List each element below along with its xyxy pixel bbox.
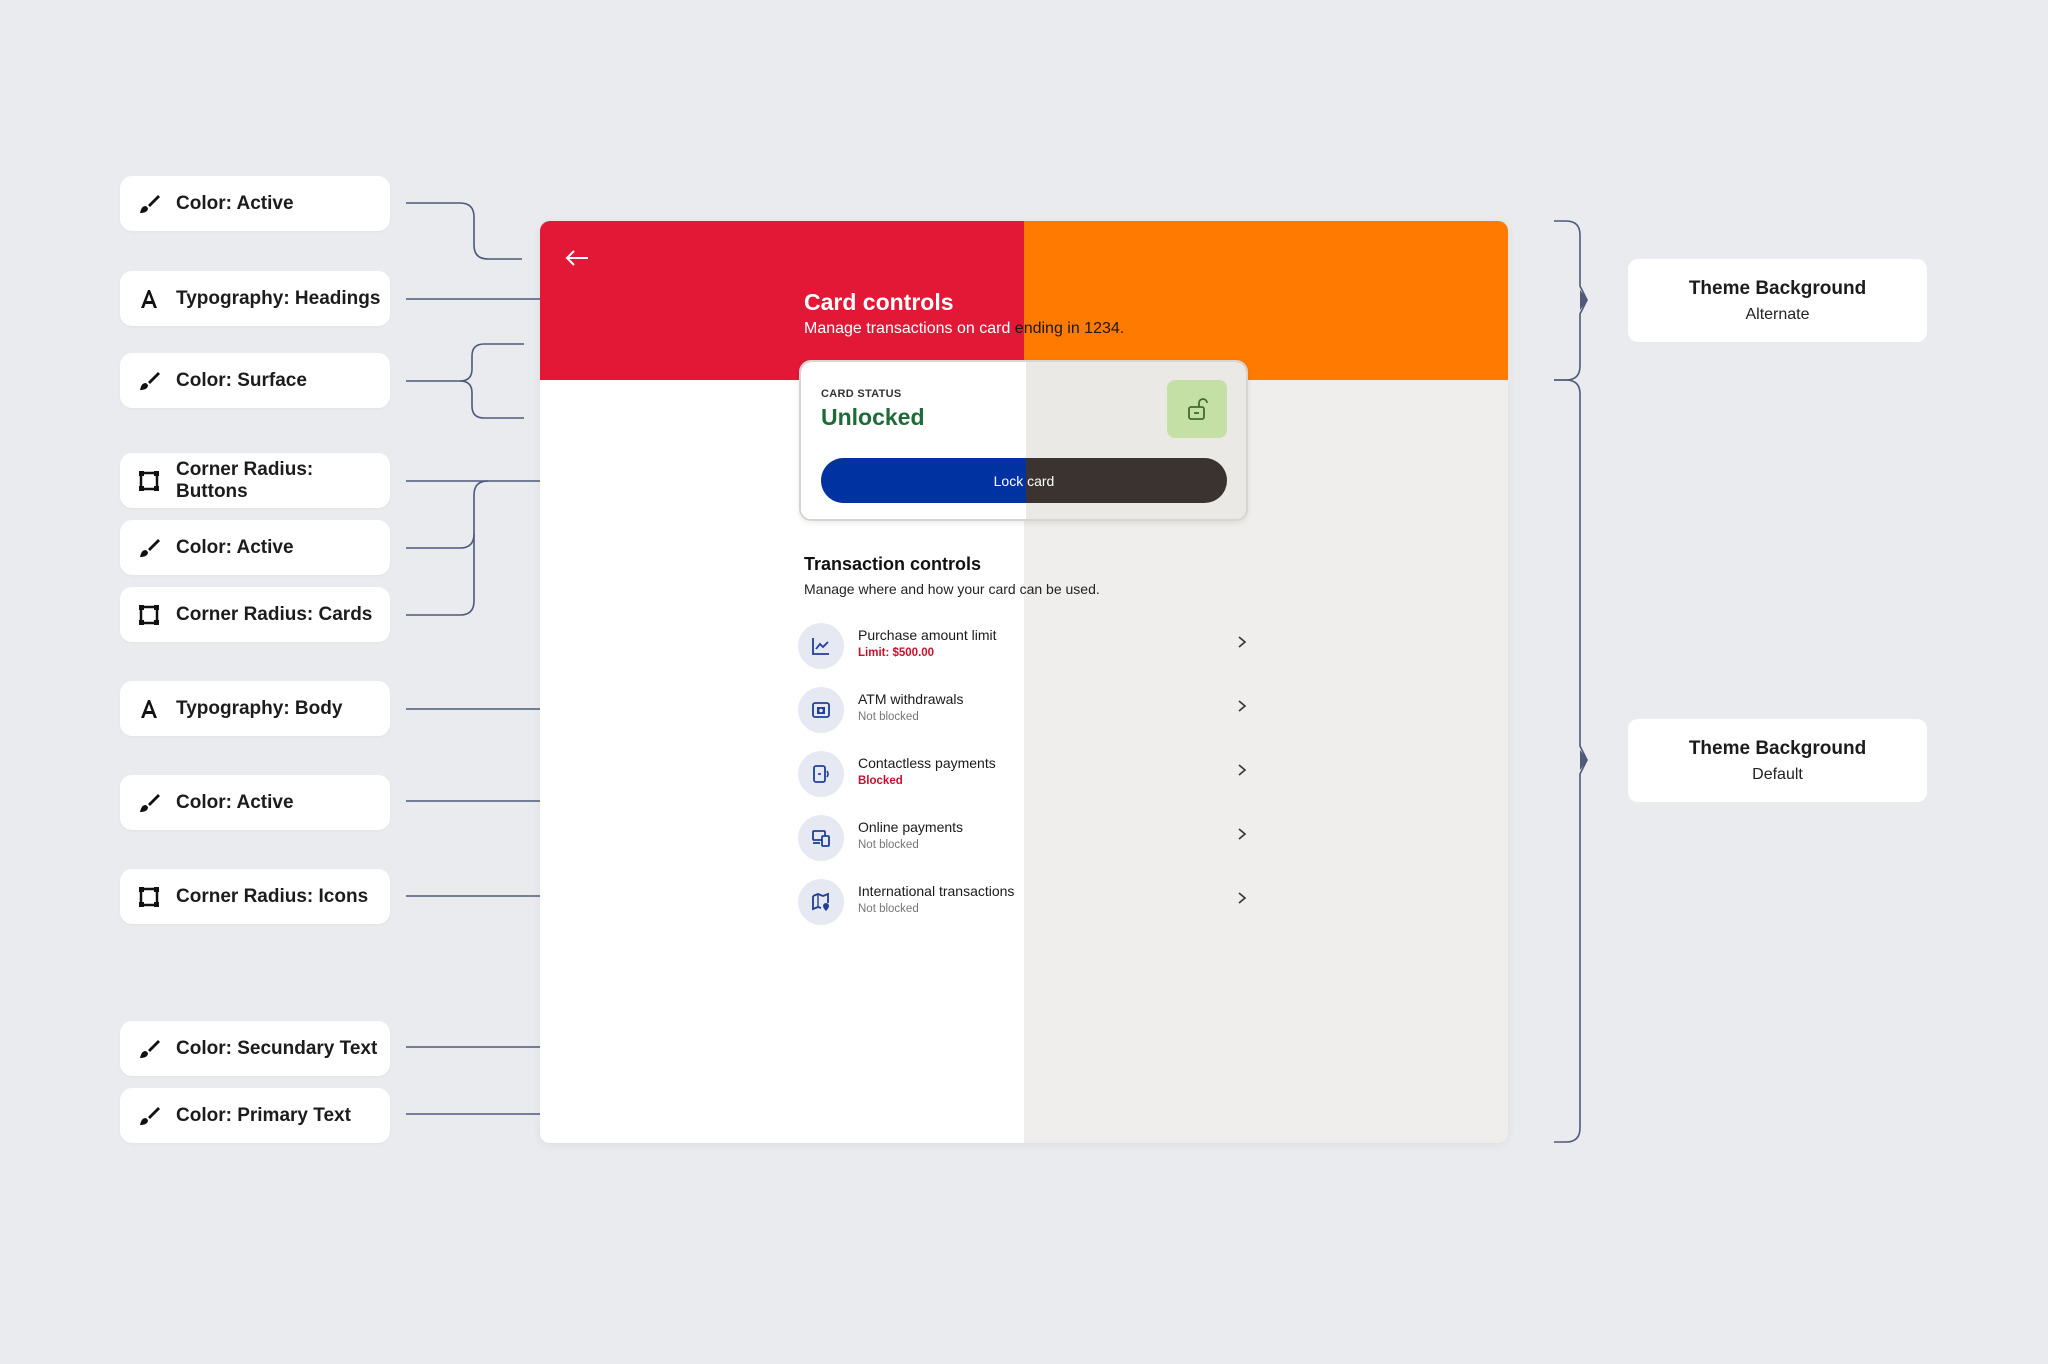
theme-subtitle: Default [1752,765,1803,783]
annotation-color-secondary-text: Color: Secundary Text [120,1021,390,1076]
brush-icon [136,191,162,217]
brush-icon [136,790,162,816]
section-subtitle: Manage where and how your card can be us… [804,581,1100,597]
lock-card-label: Lock card [821,458,1227,503]
button-surface-alternate [1026,458,1227,503]
annotation-text: Color: Primary Text [176,1104,351,1126]
list-item-international-transactions[interactable]: International transactions Not blocked [798,877,1248,933]
lock-card-label-left: Lock [993,472,1024,489]
annotation-text: Corner Radius: Cards [176,603,373,625]
card-status-value: Unlocked [821,404,925,430]
button-surface-default [821,458,1026,503]
annotation-corner-radius-cards: Corner Radius: Cards [120,587,390,642]
annotation-corner-radius-icons: Corner Radius: Icons [120,869,390,924]
list-item-status: Blocked [858,775,903,787]
annotation-typography-headings: Typography: Headings [120,271,390,326]
unlock-icon [1167,380,1227,438]
list-item-status: Limit: $500.00 [858,647,935,659]
page-subtitle-left: Manage transactions on card [804,320,1011,337]
devices-icon [798,815,844,861]
corner-radius-icon [136,884,162,910]
contactless-icon [798,751,844,797]
header-background-default [540,221,1024,380]
chevron-right-icon [1236,763,1248,782]
brush-icon [136,368,162,394]
theme-title: Theme Background [1688,737,1867,759]
lock-card-button[interactable]: Lock card [821,458,1227,503]
list-item-title: Purchase amount limit [858,627,997,643]
chevron-right-icon [1236,827,1248,846]
theme-background-default-label: Theme Background Default [1628,719,1927,802]
annotation-color-active-1: Color: Active [120,176,390,231]
section-title: Transaction controls [804,554,982,574]
page-subtitle-right: ending in 1234. [1010,320,1125,337]
card-controls-screen: Card controls Manage transactions on car… [540,221,1508,1143]
annotation-typography-body: Typography: Body [120,681,390,736]
atm-icon [798,687,844,733]
back-arrow-icon[interactable] [562,245,592,271]
map-pin-icon [798,879,844,925]
list-item-purchase-limit[interactable]: Purchase amount limit Limit: $500.00 [798,621,1248,677]
annotation-text: Typography: Headings [176,287,381,309]
annotation-text: Color: Active [176,536,294,558]
list-item-contactless-payments[interactable]: Contactless payments Blocked [798,749,1248,805]
brush-icon [136,535,162,561]
typography-icon [136,696,162,722]
annotation-text: Corner Radius: Icons [176,885,369,907]
chevron-right-icon [1236,635,1248,654]
chevron-right-icon [1236,699,1248,718]
typography-icon [136,286,162,312]
list-item-title: ATM withdrawals [858,691,964,707]
header-background-alternate [1024,221,1508,380]
annotation-color-active-2: Color: Active [120,520,390,575]
annotation-text: Corner Radius: Buttons [175,458,314,502]
list-item-online-payments[interactable]: Online payments Not blocked [798,813,1248,869]
page-subtitle: Manage transactions on card ending in 12… [804,320,1124,338]
list-item-status: Not blocked [858,711,919,723]
brush-icon [136,1036,162,1062]
annotation-text: Typography: Body [176,697,343,719]
lock-card-label-right: card [1023,472,1055,489]
chevron-right-icon [1236,891,1248,910]
list-item-title: Contactless payments [858,755,996,771]
page-title: Card controls [804,289,954,315]
theme-subtitle: Alternate [1745,305,1810,323]
annotation-text: Color: Active [176,791,294,813]
annotation-corner-radius-buttons: Corner Radius: Buttons [120,453,390,508]
annotation-text: Color: Secundary Text [176,1037,378,1059]
annotation-text: Color: Surface [176,369,307,391]
list-item-title: Online payments [858,819,964,835]
list-item-status: Not blocked [858,903,919,915]
list-item-title: International transactions [858,883,1015,899]
annotation-text: Color: Active [176,192,294,214]
theme-title: Theme Background [1688,277,1867,299]
theme-background-alternate-label: Theme Background Alternate [1628,259,1927,342]
brush-icon [136,1103,162,1129]
card-status-label: CARD STATUS [821,388,902,400]
card-status-card: CARD STATUS Unlocked Lock card [799,360,1248,521]
corner-radius-icon [136,468,162,494]
chart-icon [798,623,844,669]
annotation-color-active-3: Color: Active [120,775,390,830]
list-item-atm-withdrawals[interactable]: ATM withdrawals Not blocked [798,685,1248,741]
annotation-color-primary-text: Color: Primary Text [120,1088,390,1143]
corner-radius-icon [136,602,162,628]
list-item-status: Not blocked [858,839,919,851]
annotation-color-surface: Color: Surface [120,353,390,408]
